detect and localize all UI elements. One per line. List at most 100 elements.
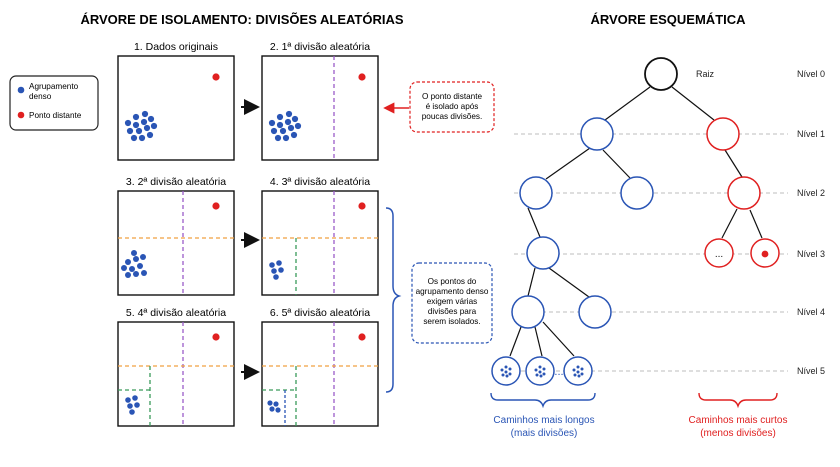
- dense-point-icon: [17, 86, 25, 94]
- outlier-point: [212, 202, 220, 210]
- dense-point: [141, 270, 147, 276]
- dense-point: [276, 260, 282, 266]
- dense-point: [276, 113, 284, 121]
- legend-outlier-label: Ponto distante: [29, 111, 82, 120]
- tree-edge: [749, 209, 763, 239]
- leaf-ellipsis: ...: [554, 366, 563, 378]
- leaf-point: [538, 370, 542, 374]
- leaf-point: [538, 365, 542, 369]
- dense-point: [291, 115, 299, 123]
- callout-dense-line-4: divisões para: [428, 307, 477, 316]
- panel-4-box: [261, 190, 379, 296]
- right-title: ÁRVORE ESQUEMÁTICA: [590, 12, 746, 27]
- callout-dense-line-5: serem isolados.: [423, 317, 480, 326]
- dense-point: [267, 400, 273, 406]
- dense-point: [126, 127, 134, 135]
- panel-6-title: 6. 5ª divisão aleatória: [270, 307, 370, 319]
- dense-point: [140, 254, 146, 260]
- long-paths-caption-1: Caminhos mais longos: [493, 415, 594, 426]
- tree-edge: [604, 86, 651, 121]
- leaf-point: [508, 372, 512, 376]
- root-label: Raiz: [696, 69, 715, 79]
- dense-point: [125, 397, 131, 403]
- dense-point: [135, 127, 143, 135]
- dense-point: [279, 127, 287, 135]
- legend-dense-label-1: Agrupamento: [29, 82, 79, 91]
- leaf-point: [580, 372, 584, 376]
- dense-point: [275, 407, 281, 413]
- dense-point: [131, 250, 137, 256]
- dense-point: [129, 409, 135, 415]
- leaf-point: [535, 373, 539, 377]
- dense-point: [121, 265, 127, 271]
- leaf-point: [501, 373, 505, 377]
- dense-point: [287, 124, 295, 132]
- level-label-5: Nível 5: [797, 366, 825, 376]
- tree-root-node: [644, 57, 678, 91]
- dense-point: [278, 267, 284, 273]
- tree-edge: [527, 207, 541, 238]
- dense-point: [146, 131, 154, 139]
- tree-node: [511, 295, 545, 329]
- tree-edge: [548, 267, 590, 298]
- leaf-point: [577, 374, 581, 378]
- legend: Agrupamento denso Ponto distante: [9, 75, 99, 131]
- tree-node: [519, 176, 553, 210]
- level-label-4: Nível 4: [797, 307, 825, 317]
- brace: [385, 207, 402, 393]
- dense-point: [284, 118, 292, 126]
- dense-point: [130, 134, 138, 142]
- leaf-point: [504, 365, 508, 369]
- leaf-point: [542, 367, 546, 371]
- outlier-leaf-point: [761, 250, 769, 258]
- tree-edge: [509, 326, 522, 357]
- callout-outlier-box: [409, 81, 495, 133]
- leaf-point: [576, 370, 580, 374]
- callout-outlier-line-1: O ponto distante: [422, 92, 483, 101]
- leaf-dot-clusters: [500, 365, 584, 378]
- dense-point: [141, 110, 149, 118]
- tree-leaf-node: [704, 238, 734, 268]
- dense-point: [134, 402, 140, 408]
- tree-edge: [724, 149, 743, 178]
- tree-edge: [721, 208, 738, 239]
- leaf-point: [505, 374, 509, 378]
- tree-edge: [671, 86, 715, 121]
- short-paths-caption-2: (menos divisões): [700, 428, 776, 439]
- dense-point: [282, 134, 290, 142]
- tree-node: [706, 117, 740, 151]
- short-paths-brace: [698, 392, 778, 409]
- dense-point: [269, 406, 275, 412]
- panel-2-title: 2. 1ª divisão aleatória: [270, 41, 370, 53]
- leaf-point: [504, 370, 508, 374]
- callout-dense-box: [411, 262, 493, 344]
- dense-point: [273, 401, 279, 407]
- dense-point: [268, 119, 276, 127]
- outlier-point: [212, 73, 220, 81]
- legend-box: [9, 75, 99, 131]
- leaf-point: [580, 367, 584, 371]
- dense-point: [270, 127, 278, 135]
- leaf-point: [508, 367, 512, 371]
- dense-point: [132, 113, 140, 121]
- outlier-point-icon: [17, 111, 25, 119]
- tree-node: [526, 236, 560, 270]
- callout-outlier: O ponto distante é isolado após poucas d…: [383, 81, 495, 133]
- dense-point: [271, 268, 277, 274]
- tree-edge: [602, 149, 631, 179]
- panel-5-title: 5. 4ª divisão aleatória: [126, 307, 226, 319]
- level-label-2: Nível 2: [797, 188, 825, 198]
- tree-edges: [509, 86, 763, 357]
- callout-outlier-line-2: é isolado após: [426, 102, 479, 111]
- outlier-point: [358, 202, 366, 210]
- tree-node: [580, 117, 614, 151]
- leaf-point: [500, 368, 504, 372]
- leaf-point: [542, 372, 546, 376]
- panel-3-title: 3. 2ª divisão aleatória: [126, 176, 226, 188]
- tree-edge: [534, 326, 543, 357]
- tree-node: [727, 176, 761, 210]
- callout-outlier-line-3: poucas divisões.: [422, 112, 483, 121]
- leaf-point: [534, 368, 538, 372]
- level-label-3: Nível 3: [797, 249, 825, 259]
